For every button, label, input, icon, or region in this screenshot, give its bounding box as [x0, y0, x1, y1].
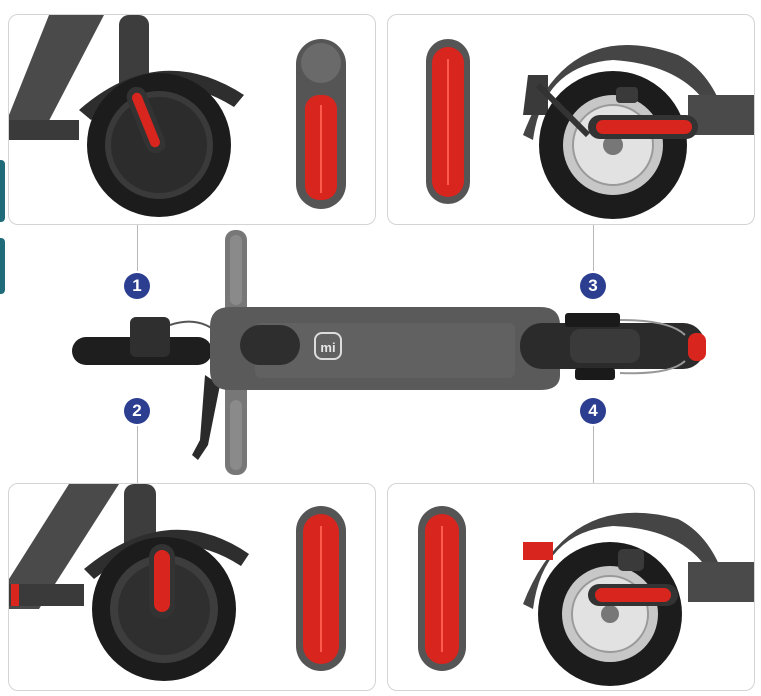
connector-line-1 — [137, 224, 138, 274]
callout-badge-2: 2 — [124, 398, 150, 424]
front-wheel-slim-illustration — [9, 15, 346, 217]
callout-badge-3: 3 — [580, 273, 606, 299]
rear-wheel-slim-illustration — [426, 39, 754, 219]
edge-tab-lower — [0, 238, 5, 294]
panel-front-reflector-wide — [8, 483, 376, 691]
panel-rear-reflector-wide — [387, 483, 755, 691]
edge-tab-upper — [0, 160, 5, 222]
connector-line-3 — [593, 224, 594, 274]
connector-line-2 — [137, 425, 138, 483]
panel-front-reflector-slim — [8, 14, 376, 225]
scooter-top-view: mi — [60, 225, 710, 480]
panel-rear-reflector-slim — [387, 14, 755, 225]
brand-logo-icon — [314, 332, 342, 360]
rear-wheel-wide-illustration — [418, 506, 754, 686]
front-wheel-wide-illustration — [9, 484, 346, 681]
svg-text:mi: mi — [320, 340, 335, 355]
scooter-top-view-illustration: mi — [72, 230, 706, 475]
connector-line-4 — [593, 425, 594, 483]
callout-badge-1: 1 — [124, 273, 150, 299]
callout-badge-4: 4 — [580, 398, 606, 424]
